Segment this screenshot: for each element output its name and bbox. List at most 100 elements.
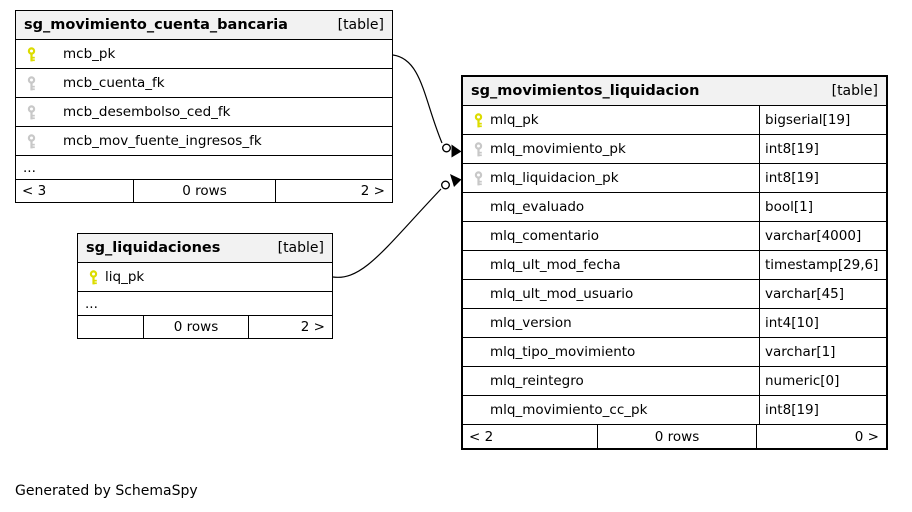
- column-name-cell: mlq_pk: [463, 106, 759, 134]
- column-name-cell: mlq_tipo_movimiento: [463, 338, 759, 366]
- row-count: 0 rows: [598, 425, 757, 448]
- table-footer: < 3 0 rows 2 >: [16, 180, 392, 202]
- column-name-cell: mlq_reintegro: [463, 367, 759, 395]
- table-type-badge: [table]: [337, 17, 384, 33]
- foreign-key-icon: [472, 170, 485, 186]
- column-name: mlq_movimiento_pk: [490, 141, 626, 157]
- pager-right: 0 >: [854, 428, 879, 445]
- primary-key-icon: [87, 269, 100, 285]
- column-row: mlq_evaluado bool[1]: [463, 193, 886, 222]
- column-type: int8[19]: [759, 164, 886, 192]
- no-key-spacer: [472, 345, 485, 360]
- column-type: int4[10]: [759, 309, 886, 337]
- zero-or-one-circle: [441, 180, 451, 190]
- column-name: mlq_version: [490, 315, 572, 331]
- pager-right: 2 >: [300, 319, 325, 335]
- column-row: mcb_desembolso_ced_fk: [16, 98, 392, 127]
- table-footer: 0 rows 2 >: [78, 316, 332, 338]
- no-key-spacer: [472, 287, 485, 302]
- column-row: mlq_reintegro numeric[0]: [463, 367, 886, 396]
- generated-by-note: Generated by SchemaSpy: [15, 483, 198, 499]
- truncated-columns-indicator: ...: [16, 156, 392, 180]
- pager-right: 2 >: [360, 183, 385, 199]
- column-row: mcb_mov_fuente_ingresos_fk: [16, 127, 392, 156]
- column-row: mlq_movimiento_cc_pk int8[19]: [463, 396, 886, 425]
- column-row: mlq_tipo_movimiento varchar[1]: [463, 338, 886, 367]
- column-type: bigserial[19]: [759, 106, 886, 134]
- no-key-spacer: [472, 316, 485, 331]
- column-name-cell: mlq_movimiento_pk: [463, 135, 759, 163]
- column-type: varchar[1]: [759, 338, 886, 366]
- foreign-key-icon: [25, 104, 38, 120]
- column-type: varchar[4000]: [759, 222, 886, 250]
- pager-left: < 3: [16, 180, 134, 202]
- foreign-key-icon: [472, 141, 485, 157]
- column-row: mlq_pk bigserial[19]: [463, 106, 886, 135]
- truncated-columns-indicator: ...: [78, 292, 332, 316]
- column-name-cell: mcb_desembolso_ced_fk: [16, 98, 392, 126]
- column-row: liq_pk: [78, 263, 332, 292]
- row-count: 0 rows: [134, 180, 276, 202]
- pager-left: < 2: [463, 425, 598, 448]
- column-row: mlq_ult_mod_usuario varchar[45]: [463, 280, 886, 309]
- relationship-mcb-pk-to-mlq-movimiento-pk: [392, 54, 462, 158]
- column-name: mcb_mov_fuente_ingresos_fk: [63, 133, 262, 149]
- zero-or-one-circle: [442, 143, 452, 153]
- column-name: mlq_tipo_movimiento: [490, 344, 636, 360]
- column-name-cell: mcb_pk: [16, 40, 392, 68]
- column-name-cell: mcb_cuenta_fk: [16, 69, 392, 97]
- column-name-cell: mlq_comentario: [463, 222, 759, 250]
- column-name: mlq_evaluado: [490, 199, 585, 215]
- column-type: int8[19]: [759, 135, 886, 163]
- table-header: sg_movimientos_liquidacion [table]: [463, 77, 886, 106]
- no-key-spacer: [472, 200, 485, 215]
- primary-key-icon: [472, 112, 485, 128]
- table-footer: < 2 0 rows 0 >: [463, 425, 886, 448]
- arrowhead: [451, 144, 462, 158]
- column-type: int8[19]: [759, 396, 886, 424]
- table-sg-movimientos-liquidacion[interactable]: sg_movimientos_liquidacion [table] mlq_p…: [461, 75, 888, 450]
- column-name-cell: mlq_liquidacion_pk: [463, 164, 759, 192]
- column-type: bool[1]: [759, 193, 886, 221]
- primary-key-icon: [25, 46, 38, 62]
- row-count: 0 rows: [144, 316, 249, 338]
- no-key-spacer: [472, 403, 485, 418]
- foreign-key-icon: [25, 75, 38, 91]
- column-name-cell: mlq_version: [463, 309, 759, 337]
- arrowhead: [450, 174, 462, 187]
- column-row: mlq_ult_mod_fecha timestamp[29,6]: [463, 251, 886, 280]
- column-row: mlq_movimiento_pk int8[19]: [463, 135, 886, 164]
- column-name-cell: mlq_movimiento_cc_pk: [463, 396, 759, 424]
- column-name-cell: mcb_mov_fuente_ingresos_fk: [16, 127, 392, 155]
- column-row: mcb_cuenta_fk: [16, 69, 392, 98]
- column-name: mcb_pk: [63, 46, 116, 62]
- column-name: mlq_pk: [490, 112, 539, 128]
- no-key-spacer: [472, 229, 485, 244]
- column-name-cell: liq_pk: [78, 263, 332, 291]
- relationship-line: [392, 54, 443, 144]
- column-type: varchar[45]: [759, 280, 886, 308]
- column-name: mlq_liquidacion_pk: [490, 170, 619, 186]
- column-name: mcb_cuenta_fk: [63, 75, 165, 91]
- table-header: sg_liquidaciones [table]: [78, 234, 332, 263]
- table-sg-movimiento-cuenta-bancaria[interactable]: sg_movimiento_cuenta_bancaria [table] mc…: [15, 10, 393, 203]
- column-name: mlq_reintegro: [490, 373, 584, 389]
- column-name: mlq_comentario: [490, 228, 600, 244]
- foreign-key-icon: [25, 133, 38, 149]
- table-title: sg_liquidaciones: [86, 240, 221, 256]
- table-type-badge: [table]: [831, 83, 878, 99]
- column-name: mlq_ult_mod_usuario: [490, 286, 634, 302]
- table-title: sg_movimiento_cuenta_bancaria: [24, 17, 288, 33]
- column-row: mlq_liquidacion_pk int8[19]: [463, 164, 886, 193]
- no-key-spacer: [472, 258, 485, 273]
- table-title: sg_movimientos_liquidacion: [471, 83, 700, 99]
- pager-left: [78, 316, 144, 338]
- column-row: mlq_comentario varchar[4000]: [463, 222, 886, 251]
- table-sg-liquidaciones[interactable]: sg_liquidaciones [table] liq_pk ... 0 ro…: [77, 233, 333, 339]
- column-name-cell: mlq_evaluado: [463, 193, 759, 221]
- table-type-badge: [table]: [277, 240, 324, 256]
- no-key-spacer: [472, 374, 485, 389]
- table-header: sg_movimiento_cuenta_bancaria [table]: [16, 11, 392, 40]
- column-type: timestamp[29,6]: [759, 251, 886, 279]
